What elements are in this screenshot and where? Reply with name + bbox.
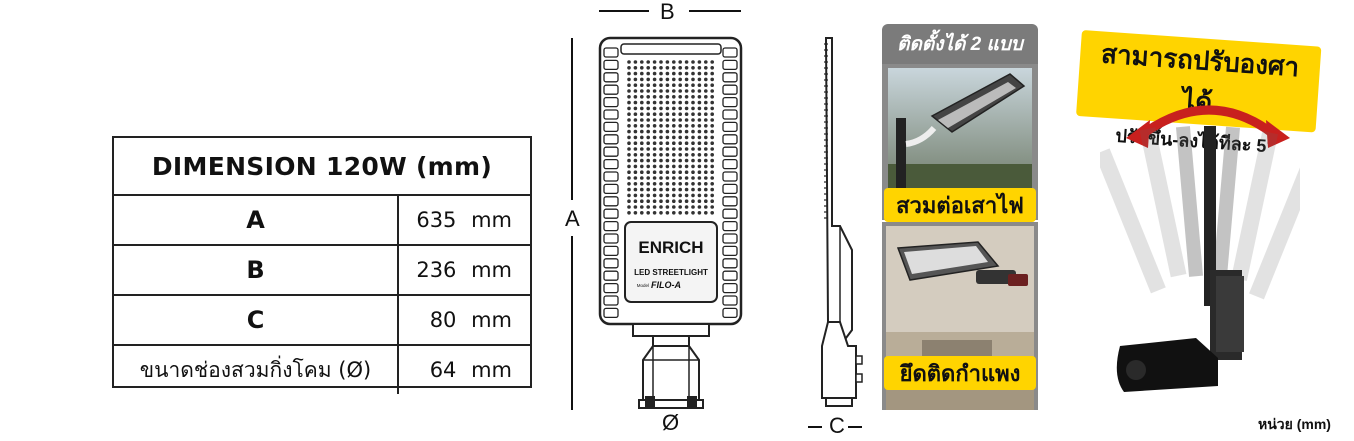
dimension-label-diameter: Ø — [662, 410, 680, 435]
table-row: A 635 mm — [114, 194, 530, 244]
rotation-arrow — [1137, 105, 1279, 140]
wall-mount-label: ยึดติดกำแพง — [884, 356, 1036, 390]
table-title: DIMENSION 120W (mm) — [151, 151, 493, 181]
wall-mount-bracket — [1116, 338, 1218, 392]
dimension-label-c: C — [829, 413, 845, 438]
model-text: FILO-A — [651, 280, 681, 290]
brand-logo: ENRICH — [638, 238, 703, 257]
label-plate — [624, 221, 718, 303]
row-label: C — [114, 296, 399, 344]
row-label: A — [114, 196, 399, 244]
row-label: ขนาดช่องสวมกิ่งโคม (Ø) — [114, 346, 399, 394]
heat-sink-fins-left — [603, 47, 619, 319]
dimension-label-b: B — [660, 0, 675, 24]
row-value: 64 mm — [429, 358, 512, 382]
side-view-drawing — [808, 37, 863, 428]
table-row: C 80 mm — [114, 294, 530, 344]
table-row: ขนาดช่องสวมกิ่งโคม (Ø) 64 mm — [114, 344, 530, 394]
unit-label: หน่วย (mm) — [1258, 416, 1331, 432]
model-prefix-text: Model — [637, 283, 649, 288]
led-array — [627, 60, 714, 215]
pole-mount-label: สวมต่อเสาไฟ — [884, 188, 1036, 222]
heat-sink-fins-right — [722, 47, 738, 319]
side-fins — [824, 43, 828, 219]
row-label: B — [114, 246, 399, 294]
pole-clamp — [642, 345, 700, 401]
side-clamp — [821, 321, 857, 399]
angle-adjust-illustration — [1100, 105, 1300, 392]
dimension-label-a: A — [565, 206, 580, 231]
row-value: 635 mm — [416, 208, 512, 232]
table-row: B 236 mm — [114, 244, 530, 294]
row-value: 80 mm — [429, 308, 512, 332]
product-line-text: LED STREETLIGHT — [634, 268, 708, 277]
lamp-side-profile — [824, 37, 853, 347]
dimension-table: DIMENSION 120W (mm) A 635 mm B 236 mm C … — [112, 136, 532, 394]
row-value: 236 mm — [416, 258, 512, 282]
install-banner: ติดตั้งได้ 2 แบบ — [882, 24, 1038, 64]
lamp-neck — [632, 323, 710, 337]
front-view-drawing: ENRICH LED STREETLIGHT Model FILO-A — [571, 10, 743, 410]
lamp-side — [1204, 126, 1216, 306]
